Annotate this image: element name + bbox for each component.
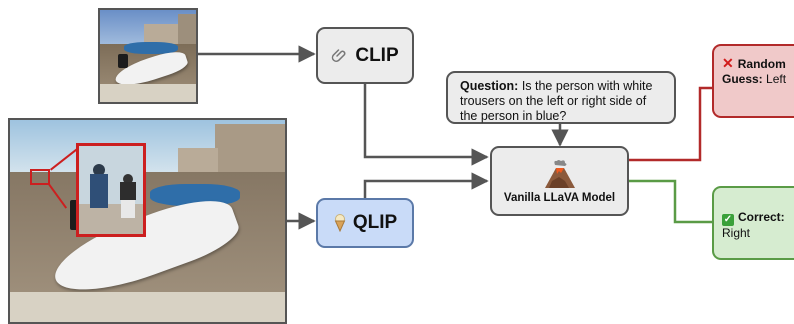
ice-cream-icon [333,214,347,232]
wrong-answer: Left [762,72,787,86]
question-text: Is the person with white trousers on the… [460,79,653,123]
clip-encoder-box: CLIP [316,27,414,84]
question-box: Question: Is the person with white trous… [446,71,676,124]
model-label: Vanilla LLaVA Model [503,191,616,204]
wrong-prefix: Random [737,57,786,71]
small-photo [98,8,198,104]
edge-clip-to-model [363,84,489,166]
correct-answer: Right [722,225,751,240]
wrong-sub-label: Guess: [722,72,763,86]
qlip-label: QLIP [352,212,398,233]
check-mark-icon: ✓ [722,213,734,226]
paperclip-icon [331,47,349,65]
correct-answer-box: ✓ Correct: Right [712,186,794,260]
zoom-region-marker [30,169,50,185]
qlip-encoder-box: QLIP [316,198,414,248]
edge-model-to-correct [629,179,712,224]
large-photo [8,118,287,324]
edge-qlip-to-model [363,172,489,198]
vanilla-llava-model-box: Vanilla LLaVA Model [490,146,629,216]
correct-prefix: Correct: [738,210,785,224]
random-guess-box: ✕Random Guess: Left [712,44,794,118]
question-prefix: Question: [460,79,519,93]
zoom-inset [76,143,146,237]
volcano-icon [543,159,577,189]
edge-model-to-wrong [629,86,712,162]
clip-label: CLIP [355,44,399,66]
cross-mark-icon: ✕ [722,55,734,71]
